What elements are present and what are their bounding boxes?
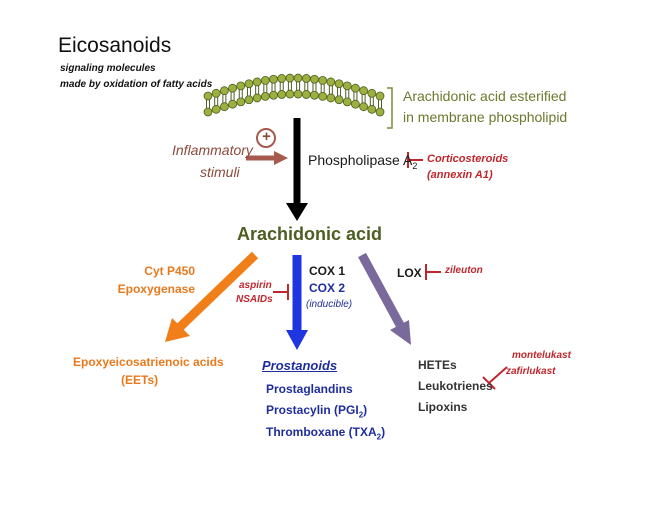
lipid-head [219,102,229,112]
inflammatory-arrow [246,151,288,165]
zileuton-inhibitor-bar [425,264,441,280]
thromboxane-label: Thromboxane (TXA2) [266,425,386,442]
lipid-head [269,74,278,84]
lipid-head [367,88,377,98]
lipid-head [269,90,278,100]
lipid-head [326,77,336,87]
arachidonic-acid-label: Arachidonic acid [237,224,383,244]
corticosteroids-label: Corticosteroids [427,153,509,165]
lipid-head [351,99,360,109]
lipid-head [318,76,328,85]
lipid-head [293,73,303,83]
aspirin-label: aspirin [239,280,272,291]
cox2-label: COX 2 [309,281,346,295]
prostaglandins-label: Prostaglandins [266,382,353,396]
epoxygenase-label: Epoxygenase [117,282,195,296]
lipid-head [277,74,287,83]
lipoxins-label: Lipoxins [418,400,468,414]
montelukast-label: montelukast [512,350,571,361]
leukotriene-inhibitor-bar [482,366,508,390]
plus-circle [256,128,276,148]
inflammatory-label-line-1: Inflammatory [172,142,253,158]
lipid-head [260,76,270,85]
leukotrienes-label: Leukotrienes [418,379,493,393]
zafirlukast-label: zafirlukast [506,366,556,377]
lipid-head [351,83,360,93]
phospholipase-a2-label: Phospholipase A2 [308,152,418,171]
lipid-head [342,97,352,107]
eets-label-line-2: (EETs) [121,373,159,387]
lipid-head [359,102,369,112]
prostanoids-heading: Prostanoids [262,358,338,373]
cox-arrow [286,255,308,350]
lipid-head [277,90,287,99]
lipid-head [359,86,369,96]
membrane-bracket [387,87,393,129]
lipid-head [211,88,221,98]
lipid-head [236,97,246,107]
membrane-label-line-1: Arachidonic acid esterified [403,88,567,104]
page-title: Eicosanoids [58,34,172,57]
lipid-head [219,86,229,96]
lipid-head [285,73,295,83]
lipid-head [252,77,262,87]
lox-label: LOX [397,266,422,280]
annexin-label: (annexin A1) [427,169,493,181]
lipid-head [310,74,319,84]
lipid-head [301,74,311,83]
cyp450-arrow [165,251,259,342]
lipid-head [252,93,262,103]
lipid-head [342,81,352,91]
lipid-head [285,89,295,99]
inducible-label: (inducible) [306,299,353,310]
lipid-head [203,107,213,117]
subtitle-line-1: signaling molecules [60,63,156,74]
subtitle-line-2: made by oxidation of fatty acids [60,79,213,90]
lipid-head [244,79,254,89]
lipid-head [318,92,328,101]
prostacyclin-label: Prostacylin (PGI2) [266,403,368,420]
lipid-head [211,104,221,114]
lipid-head [236,81,246,91]
lipid-head [228,99,237,109]
lipid-head [310,90,319,100]
cyt-p450-label: Cyt P450 [144,264,195,278]
lipid-head [203,91,213,101]
lipid-head [375,91,385,101]
membrane-bilayer [203,73,385,117]
hetes-label: HETEs [418,358,457,372]
lipid-head [244,95,254,105]
plus-sign: + [262,128,271,145]
lipid-head [334,79,344,89]
corticosteroid-inhibitor-bar [407,152,423,168]
lipid-head [260,92,270,101]
inflammatory-label-line-2: stimuli [200,164,240,180]
lipid-head [301,90,311,99]
lox-arrow [358,252,411,345]
lipid-head [375,107,385,117]
cox1-label: COX 1 [309,264,346,278]
pla2-arrow [286,118,308,221]
lipid-head [228,83,237,93]
membrane-label-line-2: in membrane phospholipid [403,109,568,125]
lipid-head [293,89,303,99]
eets-label-line-1: Epoxyeicosatrienoic acids [73,355,224,369]
lipid-head [334,95,344,105]
zileuton-label: zileuton [445,265,483,276]
lipid-head [367,104,377,114]
aspirin-inhibitor-bar [273,284,289,300]
lipid-head [326,93,336,103]
nsaids-label: NSAIDs [236,294,273,305]
